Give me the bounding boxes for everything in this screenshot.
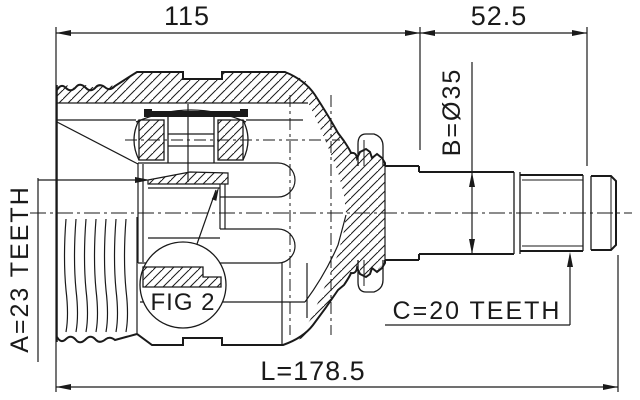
callout-spline-c [385,252,573,326]
dimension-115 [55,27,421,392]
boot-groove-ribs [63,217,138,333]
dimension-length [56,255,619,392]
housing [56,71,386,346]
dim-115-label: 115 [164,1,210,31]
spline-strip [147,171,229,185]
callout-diameter-b [469,62,475,254]
spline-c-label: C=20 TEETH [393,297,562,325]
diameter-b-label: B=Ø35 [438,68,466,157]
dimension-52-5 [420,27,588,166]
spline-a-label: A=23 TEETH [6,185,34,353]
fig2-leader-arrow [211,187,219,201]
callout-spline-a [37,177,150,362]
dim-length-label: L=178.5 [260,356,365,386]
dim-52-5-label: 52.5 [471,1,528,31]
housing-hatch [57,72,385,345]
shaft [357,133,617,293]
fig2-detail-circle: FIG 2 [139,187,227,329]
fig2-label: FIG 2 [150,289,215,316]
roller-bearing [133,109,249,163]
